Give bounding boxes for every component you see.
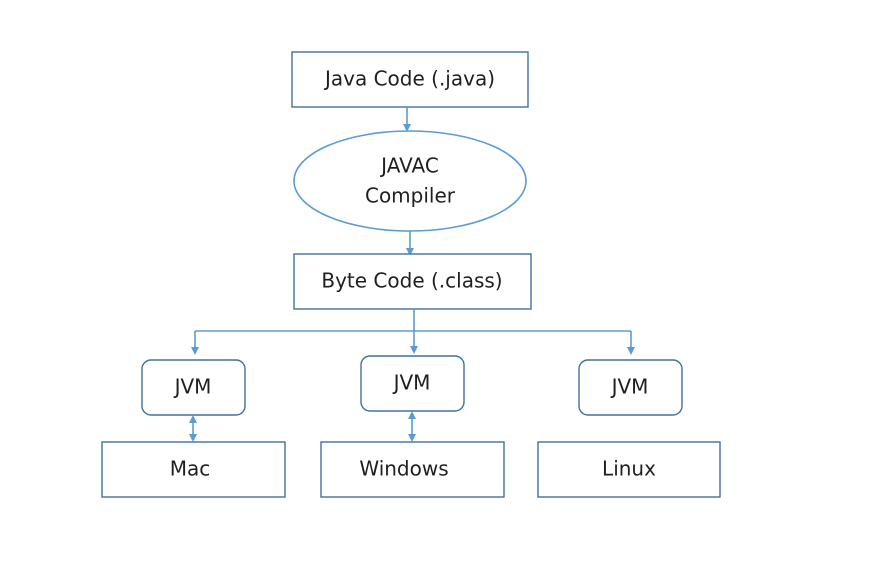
platform-label-mac: Mac <box>170 457 211 481</box>
compiler-line1: JAVAC <box>379 154 439 178</box>
jvm-box-mac: JVM <box>141 359 246 416</box>
jvm-box-windows: JVM <box>360 355 465 412</box>
bytecode-label: Byte Code (.class) <box>321 269 502 293</box>
jvm-label-linux: JVM <box>610 375 649 399</box>
javac-compiler-ellipse: JAVAC Compiler <box>293 130 527 232</box>
bytecode-box: Byte Code (.class) <box>293 253 532 310</box>
compiler-line2: Compiler <box>365 184 456 208</box>
platform-label-linux: Linux <box>602 457 656 481</box>
jvm-box-linux: JVM <box>578 359 683 416</box>
platform-box-mac: Mac <box>101 441 286 498</box>
java-source-label: Java Code (.java) <box>323 67 495 91</box>
jvm-label-windows: JVM <box>392 371 431 395</box>
platform-box-windows: Windows <box>320 441 505 498</box>
bytecode-distribution-connectors <box>191 309 635 355</box>
platform-label-windows: Windows <box>359 457 448 481</box>
java-source-box: Java Code (.java) <box>291 51 529 108</box>
jvm-label-mac: JVM <box>173 375 212 399</box>
platform-box-linux: Linux <box>537 441 721 498</box>
